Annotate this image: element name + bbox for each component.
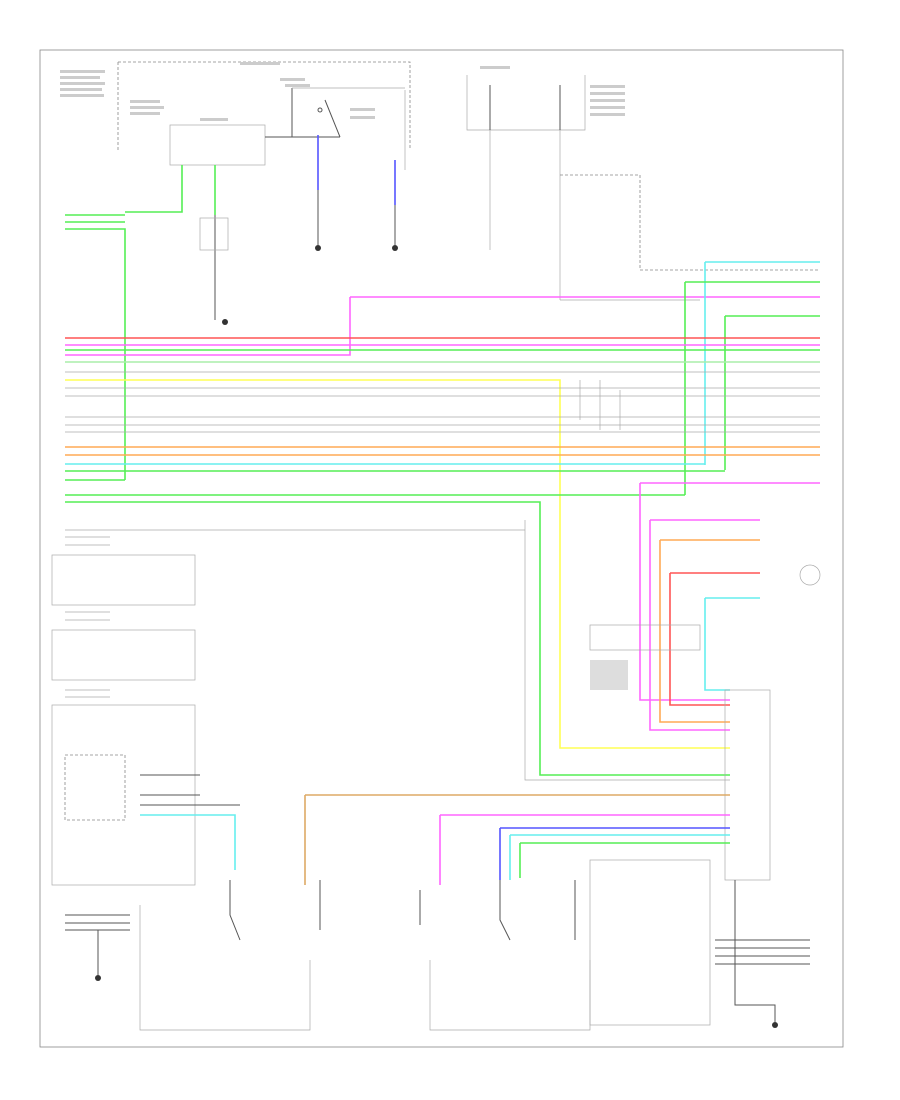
wire-green-right-b: [724, 315, 820, 470]
wire-green-right-a: [684, 281, 820, 495]
wire-pink-drop: [65, 297, 351, 356]
wire-cyan-lower: [140, 814, 236, 870]
top-right-relay-block: [466, 66, 820, 301]
wire-pink-bottom: [439, 814, 730, 885]
bottom-switches: [65, 859, 810, 1031]
wire-tan: [304, 794, 730, 885]
wire-cyan-right: [704, 261, 820, 465]
wire-green-relay-1: [125, 165, 183, 213]
left-component-boxes: [51, 529, 525, 886]
ground-symbol: [222, 245, 398, 325]
top-left-fuse-block: [60, 61, 411, 170]
diagram-border: [39, 49, 844, 1048]
wire-green-bottom: [519, 842, 730, 878]
text-placeholder-group: [60, 62, 375, 121]
wire-cyan-bottom: [509, 834, 730, 880]
main-bus: [65, 337, 820, 776]
right-connector-wires: [589, 519, 821, 881]
wire-blue-bottom: [499, 827, 730, 880]
